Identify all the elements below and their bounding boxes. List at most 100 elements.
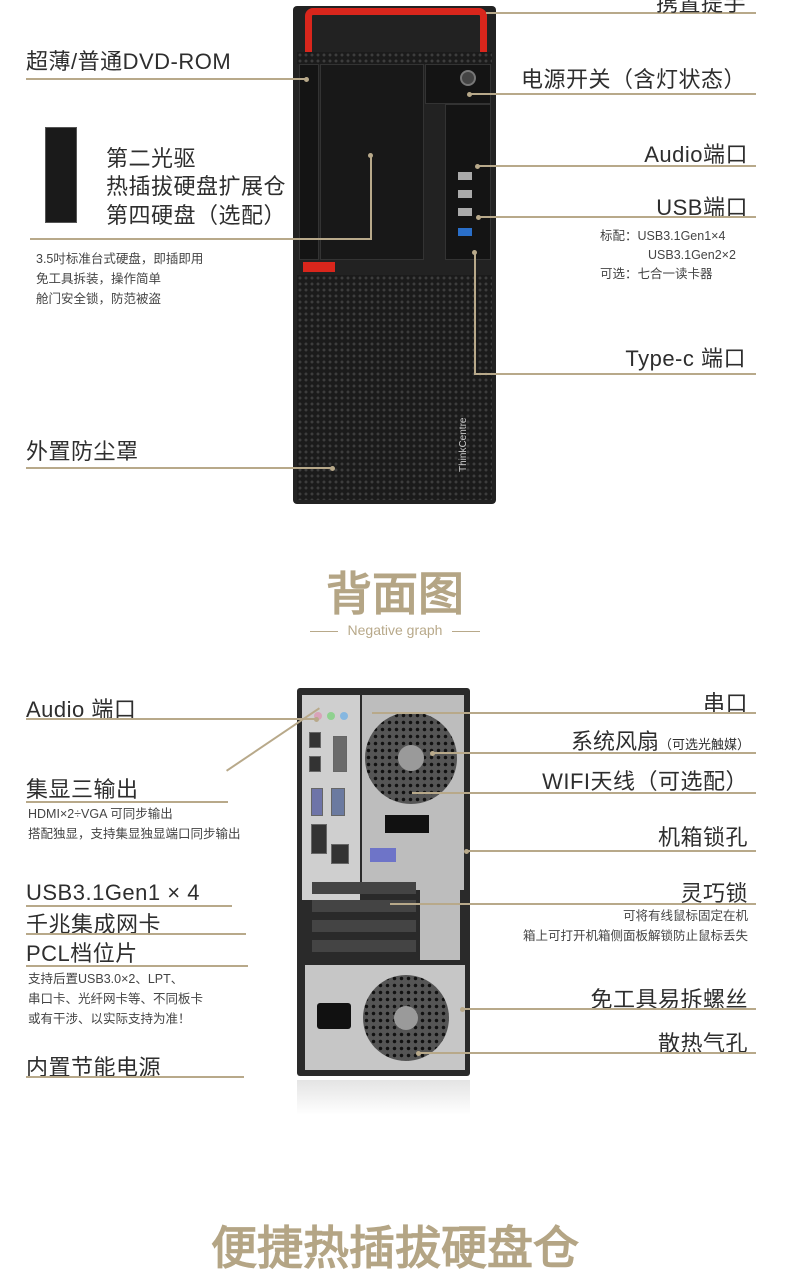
fan-hub bbox=[394, 1006, 418, 1030]
usb-port-icon bbox=[458, 172, 472, 180]
leader-line bbox=[432, 752, 756, 754]
vga-port-icon bbox=[311, 788, 323, 816]
expansion-slot bbox=[312, 920, 416, 932]
front-dust-cover bbox=[297, 275, 492, 500]
label-handle: 携置提手 bbox=[655, 0, 746, 16]
video-note-1: HDMI×2÷VGA 可同步输出 bbox=[28, 807, 173, 821]
section-title-back: 背面图 bbox=[326, 567, 464, 621]
label-video-out: 集显三输出 bbox=[26, 777, 139, 802]
leader-dot bbox=[476, 215, 481, 220]
leader-dot bbox=[460, 1007, 465, 1012]
label-bay-1: 第二光驱 bbox=[106, 146, 197, 171]
bay-note-2: 免工具拆装，操作简单 bbox=[36, 272, 162, 286]
leader-dot bbox=[330, 466, 335, 471]
ethernet-port-icon bbox=[331, 844, 349, 864]
label-dust-cover: 外置防尘罩 bbox=[26, 439, 139, 464]
leader-line bbox=[26, 1076, 244, 1078]
label-bay-2: 热插拔硬盘扩展仓 bbox=[106, 174, 287, 199]
label-fan-group: 系统风扇（可选光触媒） bbox=[571, 724, 750, 756]
leader-line bbox=[26, 965, 248, 967]
label-bay-3: 第四硬盘（选配） bbox=[106, 203, 287, 228]
pcl-note-2: 串口卡、光纤网卡等、不同板卡 bbox=[28, 992, 204, 1006]
label-audio-back: Audio 端口 bbox=[26, 697, 137, 722]
usb-note-3: 可选：七合一读卡器 bbox=[600, 267, 713, 281]
usb-port-icon bbox=[311, 824, 327, 854]
fan-hub bbox=[398, 745, 424, 771]
hot-swap-bay bbox=[320, 64, 424, 260]
power-button-icon bbox=[460, 70, 476, 86]
leader-line bbox=[390, 903, 756, 905]
expansion-slot bbox=[312, 882, 416, 894]
label-audio-front: Audio端口 bbox=[644, 142, 748, 167]
leader-line bbox=[474, 252, 476, 374]
section-title-bottom: 便捷热插拔硬盘仓 bbox=[211, 1221, 579, 1275]
bay-release-latch bbox=[303, 262, 335, 272]
io-panel bbox=[445, 104, 491, 260]
leader-line bbox=[26, 801, 228, 803]
label-typec: Type-c 端口 bbox=[625, 346, 746, 371]
leader-dot bbox=[472, 250, 477, 255]
leader-dot bbox=[368, 153, 373, 158]
expansion-slot bbox=[312, 940, 416, 952]
reflection bbox=[297, 1080, 470, 1115]
label-screw: 免工具易拆螺丝 bbox=[590, 987, 748, 1012]
hdmi-port-icon bbox=[309, 732, 321, 748]
bay-note-3: 舱门安全锁，防范被盗 bbox=[36, 292, 162, 306]
leader-dot bbox=[467, 92, 472, 97]
brand-logo: ThinkCentre bbox=[458, 417, 469, 472]
label-usb-front: USB端口 bbox=[656, 195, 748, 220]
label-fan-note: （可选光触媒） bbox=[658, 737, 750, 752]
carry-handle bbox=[305, 8, 487, 52]
leader-dot bbox=[314, 717, 319, 722]
label-serial: 串口 bbox=[702, 691, 748, 716]
wifi-module bbox=[385, 815, 429, 833]
usb-note-2: USB3.1Gen2×2 bbox=[648, 248, 736, 262]
usb-port-icon bbox=[458, 190, 472, 198]
label-lan: 千兆集成网卡 bbox=[26, 912, 162, 937]
label-lock-hole: 机箱锁孔 bbox=[657, 825, 748, 850]
audio-jack-icon bbox=[327, 712, 335, 720]
flex-note-1: 可将有线鼠标固定在机 bbox=[622, 909, 748, 923]
leader-line bbox=[26, 933, 246, 935]
usb-port-icon bbox=[458, 208, 472, 216]
slot-cover bbox=[420, 870, 460, 960]
flex-note-2: 箱上可打开机箱侧面板解锁防止鼠标丢失 bbox=[522, 929, 748, 943]
hdmi-port-icon bbox=[309, 756, 321, 772]
leader-line bbox=[26, 78, 306, 80]
leader-line bbox=[466, 850, 756, 852]
video-note-2: 搭配独显，支持集显独显端口同步输出 bbox=[28, 827, 241, 841]
leader-line bbox=[418, 1052, 756, 1054]
leader-line bbox=[26, 718, 316, 720]
power-panel bbox=[425, 64, 491, 104]
leader-dot bbox=[416, 1051, 421, 1056]
pcl-note-1: 支持后置USB3.0×2、LPT、 bbox=[28, 972, 184, 986]
vga-card-port bbox=[370, 848, 396, 862]
pcl-note-3: 或有干涉、以实际支持为准！ bbox=[28, 1012, 191, 1026]
leader-line bbox=[477, 165, 756, 167]
leader-dot bbox=[475, 164, 480, 169]
audio-jack-icon bbox=[314, 712, 322, 720]
leader-line bbox=[412, 792, 756, 794]
slim-dvd-slot bbox=[299, 64, 319, 260]
leader-line bbox=[474, 373, 756, 375]
label-fan: 系统风扇 bbox=[570, 729, 659, 754]
power-socket-icon bbox=[317, 1003, 351, 1029]
label-psu: 内置节能电源 bbox=[26, 1055, 162, 1080]
leader-line bbox=[470, 93, 756, 95]
usb-note-1: 标配：USB3.1Gen1×4 bbox=[600, 229, 726, 243]
leader-line bbox=[478, 216, 756, 218]
leader-line bbox=[486, 12, 756, 14]
leader-dot bbox=[430, 751, 435, 756]
bay-note-1: 3.5吋标准台式硬盘，即插即用 bbox=[36, 252, 204, 266]
optical-drive-icon bbox=[45, 127, 77, 223]
label-usb-back: USB3.1Gen1 × 4 bbox=[26, 880, 200, 905]
expansion-slot bbox=[312, 900, 416, 912]
label-power: 电源开关（含灯状态） bbox=[520, 67, 746, 92]
leader-line bbox=[372, 712, 756, 714]
label-vent: 散热气孔 bbox=[657, 1031, 748, 1056]
label-wifi: WIFI天线（可选配） bbox=[542, 769, 748, 794]
section-subtitle-back: Negative graph bbox=[0, 622, 790, 638]
top-vent bbox=[297, 52, 492, 64]
audio-jack-icon bbox=[340, 712, 348, 720]
usb-port-icon bbox=[458, 228, 472, 236]
